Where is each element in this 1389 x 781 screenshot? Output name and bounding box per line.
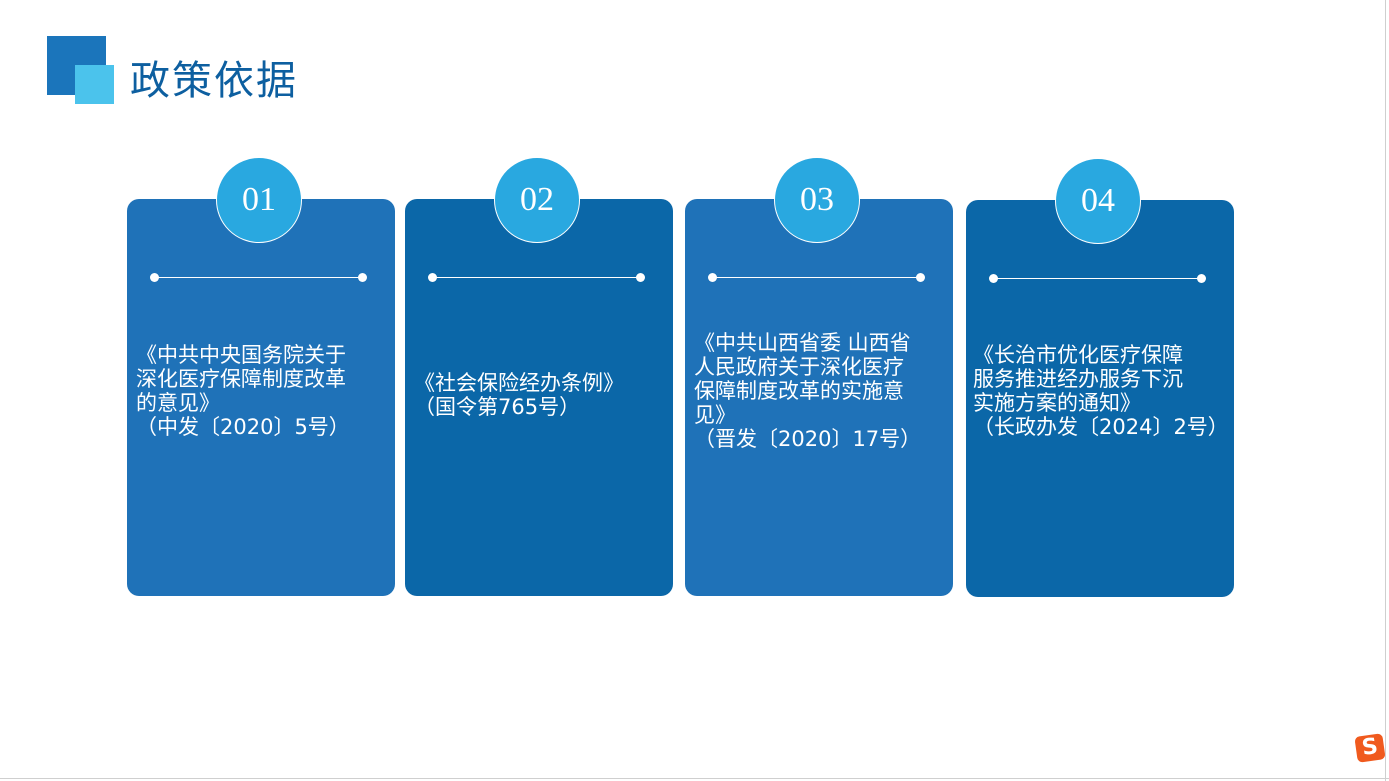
divider <box>150 273 367 282</box>
policy-text: 《长治市优化医疗保障 服务推进经办服务下沉 实施方案的通知》 （长政办发〔202… <box>973 343 1229 439</box>
divider <box>708 273 925 282</box>
card-number: 04 <box>1055 158 1141 244</box>
divider <box>428 273 645 282</box>
policy-text: 《社会保险经办条例》 （国令第765号） <box>414 371 624 419</box>
policy-card-3: 03 《中共山西省委 山西省 人民政府关于深化医疗 保障制度改革的实施意 见》 … <box>685 157 953 596</box>
slide-border-right <box>1385 0 1386 781</box>
policy-text: 《中共中央国务院关于 深化医疗保障制度改革 的意见》 （中发〔2020〕5号） <box>136 343 350 439</box>
card-number: 03 <box>774 157 860 243</box>
slide-border-bottom <box>0 778 1389 779</box>
policy-text: 《中共山西省委 山西省 人民政府关于深化医疗 保障制度改革的实施意 见》 （晋发… <box>694 331 922 451</box>
policy-card-1: 01 《中共中央国务院关于 深化医疗保障制度改革 的意见》 （中发〔2020〕5… <box>127 157 395 596</box>
card-number: 02 <box>494 157 580 243</box>
policy-card-4: 04 《长治市优化医疗保障 服务推进经办服务下沉 实施方案的通知》 （长政办发〔… <box>966 158 1234 597</box>
ime-logo-icon[interactable]: S <box>1354 733 1386 763</box>
divider <box>989 274 1206 283</box>
policy-card-2: 02 《社会保险经办条例》 （国令第765号） <box>405 157 673 596</box>
card-number: 01 <box>216 157 302 243</box>
title-decoration-square-light <box>75 65 114 104</box>
page-title: 政策依据 <box>130 58 298 104</box>
